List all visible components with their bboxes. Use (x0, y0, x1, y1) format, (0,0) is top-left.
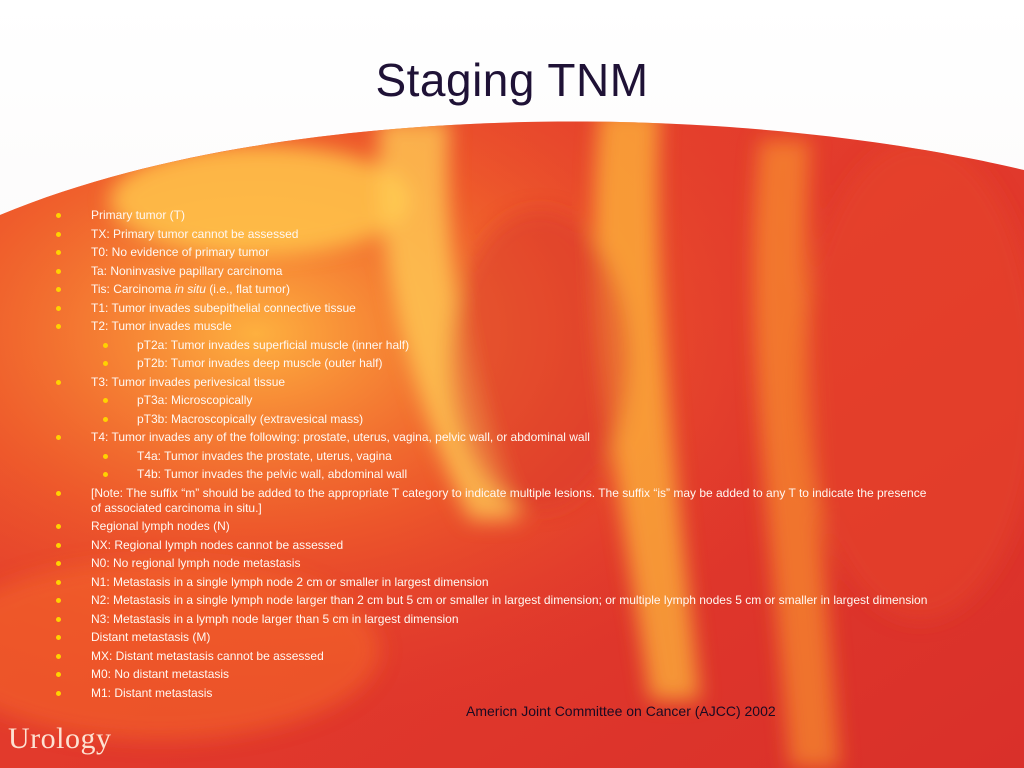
bullet-dot-icon (56, 635, 61, 640)
bullet-list: Primary tumor (T) TX: Primary tumor canno… (48, 208, 948, 701)
bullet-dot-icon (56, 561, 61, 566)
bullet-item: TX: Primary tumor cannot be assessed (48, 227, 948, 242)
bullet-text: T1: Tumor invades subepithelial connecti… (91, 300, 356, 315)
bullet-dot-icon (103, 398, 108, 403)
citation-text: Americn Joint Committee on Cancer (AJCC)… (466, 703, 776, 719)
bullet-dot-icon (56, 287, 61, 292)
bullet-dot-icon (56, 324, 61, 329)
bullet-text: TX: Primary tumor cannot be assessed (91, 226, 299, 241)
bullet-dot-icon (56, 524, 61, 529)
bullet-text-italic: in situ (174, 282, 206, 296)
bullet-text: T4: Tumor invades any of the following: … (91, 430, 590, 444)
bullet-dot-icon (103, 472, 108, 477)
bullet-text: (i.e., flat tumor) (205, 282, 290, 296)
slide-title: Staging TNM (375, 54, 649, 106)
bullet-item: T0: No evidence of primary tumor (48, 245, 948, 260)
bullet-text: N1: Metastasis in a single lymph node 2 … (91, 574, 489, 589)
bullet-dot-icon (56, 542, 61, 548)
bullet-item: NX: Regional lymph nodes cannot be asses… (48, 538, 948, 553)
bullet-text: T0: No evidence of primary tumor (91, 245, 270, 259)
bullet-item: M1: Distant metastasis (48, 686, 948, 701)
bullet-item: T4: Tumor invades any of the following: … (48, 430, 948, 445)
bullet-dot-icon (56, 598, 61, 603)
bullet-dot-icon (56, 616, 61, 622)
sub-bullet-item: T4a: Tumor invades the prostate, uterus,… (48, 449, 948, 464)
bullet-dot-icon (56, 653, 61, 659)
bullet-text: N0: No regional lymph node metastasis (91, 556, 301, 570)
bullet-dot-icon (103, 361, 108, 366)
bullet-text: M0: No distant metastasis (91, 667, 230, 681)
sub-bullet-item: T4b: Tumor invades the pelvic wall, abdo… (48, 467, 948, 482)
bullet-text: pT2a: Tumor invades superficial muscle (… (137, 337, 410, 352)
bullet-item: MX: Distant metastasis cannot be assesse… (48, 649, 948, 664)
bullet-dot-icon (56, 672, 61, 677)
bullet-dot-icon (56, 435, 61, 440)
bullet-text: Primary tumor (T) (91, 208, 185, 222)
bullet-item: T3: Tumor invades perivesical tissue (48, 375, 948, 390)
bullet-item: [Note: The suffix “m” should be added to… (48, 486, 931, 516)
bullet-dot-icon (56, 213, 61, 218)
bullet-item: Regional lymph nodes (N) (48, 519, 948, 534)
bullet-dot-icon (56, 490, 61, 496)
bullet-dot-icon (103, 416, 108, 422)
bullet-item: M0: No distant metastasis (48, 667, 948, 682)
bullet-dot-icon (56, 579, 61, 585)
sub-bullet-item: pT2b: Tumor invades deep muscle (outer h… (48, 356, 948, 371)
bullet-item: N0: No regional lymph node metastasis (48, 556, 948, 571)
bullet-text: M1: Distant metastasis (91, 685, 213, 700)
bullet-text: Ta: Noninvasive papillary carcinoma (91, 263, 283, 278)
bullet-dot-icon (56, 231, 61, 237)
bullet-item: Distant metastasis (M) (48, 630, 948, 645)
bullet-content: Primary tumor (T) TX: Primary tumor canno… (48, 208, 948, 704)
bullet-item: T1: Tumor invades subepithelial connecti… (48, 301, 948, 316)
bullet-text: Distant metastasis (M) (91, 630, 211, 644)
bullet-dot-icon (103, 342, 108, 348)
bullet-item: Tis: Carcinoma in situ (i.e., flat tumor… (48, 282, 948, 297)
bullet-dot-icon (56, 250, 61, 255)
bullet-dot-icon (56, 379, 61, 385)
sub-bullet-item: pT2a: Tumor invades superficial muscle (… (48, 338, 948, 353)
bullet-text: N3: Metastasis in a lymph node larger th… (91, 611, 459, 626)
bullet-dot-icon (56, 305, 61, 311)
urology-logo: Urology (8, 722, 112, 755)
sub-bullet-item: pT3b: Macroscopically (extravesical mass… (48, 412, 948, 427)
bullet-text: NX: Regional lymph nodes cannot be asses… (91, 537, 344, 552)
bullet-item: N2: Metastasis in a single lymph node la… (48, 593, 931, 608)
bullet-text: Regional lymph nodes (N) (91, 519, 230, 533)
sub-bullet-item: pT3a: Microscopically (48, 393, 948, 408)
bullet-dot-icon (56, 690, 61, 696)
bullet-dot-icon (103, 453, 108, 459)
bullet-item: Primary tumor (T) (48, 208, 948, 223)
bullet-item: N3: Metastasis in a lymph node larger th… (48, 612, 948, 627)
bullet-text: pT3b: Macroscopically (extravesical mass… (137, 411, 364, 426)
bullet-item: N1: Metastasis in a single lymph node 2 … (48, 575, 948, 590)
bullet-text: T2: Tumor invades muscle (91, 319, 232, 333)
bullet-text: pT2b: Tumor invades deep muscle (outer h… (137, 356, 383, 370)
bullet-item: Ta: Noninvasive papillary carcinoma (48, 264, 948, 279)
bullet-dot-icon (56, 268, 61, 274)
bullet-text: T4a: Tumor invades the prostate, uterus,… (137, 448, 392, 463)
bullet-text: Tis: Carcinoma (91, 282, 175, 296)
bullet-text: T4b: Tumor invades the pelvic wall, abdo… (137, 467, 408, 481)
bullet-text: T3: Tumor invades perivesical tissue (91, 374, 286, 389)
bullet-text: pT3a: Microscopically (137, 393, 253, 407)
bullet-text: N2: Metastasis in a single lymph node la… (91, 593, 928, 607)
bullet-text: MX: Distant metastasis cannot be assesse… (91, 648, 324, 663)
bullet-item: T2: Tumor invades muscle (48, 319, 948, 334)
bullet-text: [Note: The suffix “m” should be added to… (91, 485, 927, 515)
